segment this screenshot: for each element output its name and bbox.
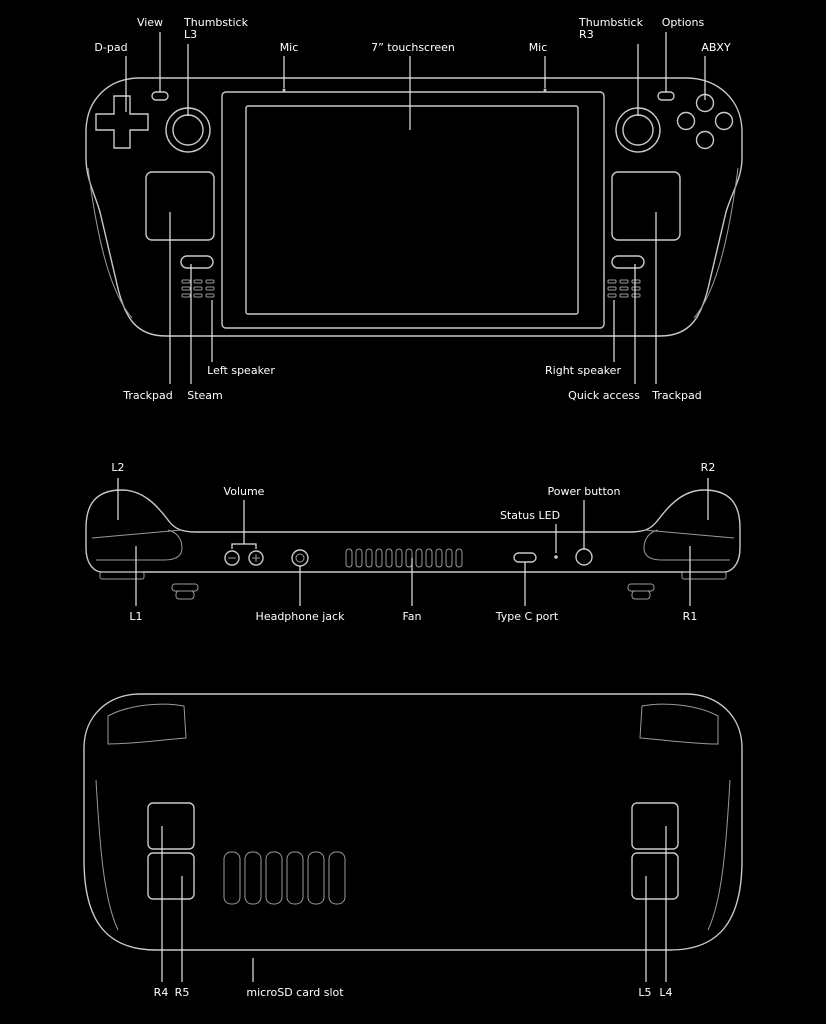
type-c-port-shape	[513, 552, 537, 563]
r4-button-shape	[147, 802, 195, 850]
label-microsd: microSD card slot	[246, 986, 344, 999]
label-trackpad-right: Trackpad	[652, 389, 702, 402]
back-vents	[223, 851, 346, 905]
l4-button-shape	[631, 802, 679, 850]
label-thumbstick-l3-line1: Thumbstick	[184, 16, 248, 29]
mic-right-hole	[543, 88, 547, 92]
options-button-shape	[657, 91, 675, 101]
top-body-outline	[85, 489, 741, 573]
b-button-shape	[714, 111, 734, 131]
label-r4: R4	[153, 986, 169, 999]
left-thumbstick-cap	[172, 114, 204, 146]
dpad-shape	[95, 95, 149, 149]
label-power-button: Power button	[547, 485, 621, 498]
label-status-led: Status LED	[499, 509, 561, 522]
mic-left-hole	[282, 88, 286, 92]
left-stick-base	[175, 590, 195, 600]
label-dpad: D-pad	[94, 41, 128, 54]
front-grip-left	[87, 167, 133, 319]
right-speaker-grille	[607, 279, 641, 298]
left-foot	[99, 571, 145, 580]
headphone-jack-shape	[291, 549, 309, 567]
l2-l1-divider	[91, 529, 183, 539]
label-fan: Fan	[402, 610, 422, 623]
label-right-speaker: Right speaker	[545, 364, 621, 377]
view-button-shape	[151, 91, 169, 101]
left-speaker-grille	[181, 279, 215, 298]
label-thumbstick-l3-line2: L3	[184, 28, 198, 41]
x-button-shape	[676, 111, 696, 131]
label-thumbstick-r3-line2: R3	[579, 28, 594, 41]
steam-button-shape	[180, 255, 214, 269]
right-foot	[681, 571, 727, 580]
r2-r1-divider	[643, 529, 735, 539]
l1-bumper	[96, 529, 183, 561]
screen-bezel	[221, 91, 605, 329]
front-grip-right	[693, 167, 739, 319]
back-right-grip-pad	[639, 703, 719, 745]
label-mic-right: Mic	[528, 41, 548, 54]
label-view: View	[136, 16, 164, 29]
label-steam: Steam	[187, 389, 223, 402]
label-abxy: ABXY	[701, 41, 731, 54]
label-headphone-jack: Headphone jack	[255, 610, 345, 623]
right-thumbstick-cap	[622, 114, 654, 146]
back-left-grip-pad	[107, 703, 187, 745]
front-view	[85, 32, 743, 384]
fan-vents	[345, 548, 463, 568]
right-stick-top	[627, 583, 655, 592]
label-type-c-port: Type C port	[495, 610, 559, 623]
a-button-shape	[695, 130, 715, 150]
label-thumbstick-l3: Thumbstick L3	[184, 17, 248, 41]
volume-down-button	[224, 550, 240, 566]
front-body-outline	[85, 77, 743, 337]
leader-volume-bracket	[231, 543, 257, 549]
right-stick-base	[631, 590, 651, 600]
back-body-outline	[83, 693, 743, 951]
label-l2: L2	[111, 461, 125, 474]
label-r5: R5	[174, 986, 190, 999]
status-led-dot	[554, 555, 558, 559]
label-r2: R2	[700, 461, 716, 474]
label-trackpad-left: Trackpad	[123, 389, 173, 402]
label-l5: L5	[638, 986, 652, 999]
right-trackpad-shape	[611, 171, 681, 241]
back-view	[83, 693, 743, 982]
power-button-shape	[575, 548, 593, 566]
quick-access-button-shape	[611, 255, 645, 269]
l5-button-shape	[631, 852, 679, 900]
label-thumbstick-r3-line1: Thumbstick	[579, 16, 643, 29]
left-trackpad-shape	[145, 171, 215, 241]
r1-bumper	[643, 529, 730, 561]
left-stick-top	[171, 583, 199, 592]
back-left-edge	[95, 779, 119, 931]
label-l4: L4	[659, 986, 673, 999]
r5-button-shape	[147, 852, 195, 900]
label-options: Options	[661, 16, 705, 29]
label-l1: L1	[129, 610, 143, 623]
label-touchscreen: 7” touchscreen	[371, 41, 455, 54]
label-left-speaker: Left speaker	[207, 364, 275, 377]
label-thumbstick-r3: Thumbstick R3	[579, 17, 643, 41]
top-view	[85, 478, 741, 606]
touchscreen-display	[245, 105, 579, 315]
label-volume: Volume	[223, 485, 265, 498]
label-r1: R1	[682, 610, 698, 623]
label-quick-access: Quick access	[568, 389, 640, 402]
label-mic-left: Mic	[279, 41, 299, 54]
back-right-edge	[707, 779, 731, 931]
volume-up-button	[248, 550, 264, 566]
